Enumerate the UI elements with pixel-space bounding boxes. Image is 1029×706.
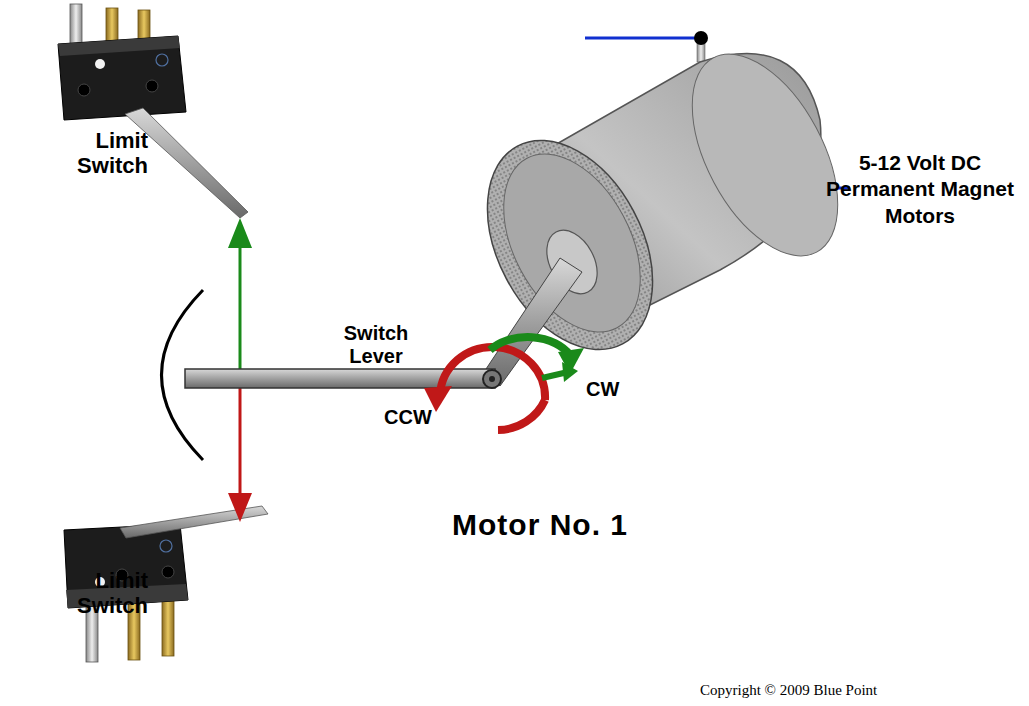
- direction-label: CW: [586, 378, 636, 401]
- limit-switch-top: [58, 4, 248, 218]
- cw-arrow: [490, 337, 584, 382]
- up-arrow: [228, 218, 252, 370]
- motor-label: 5-12 Volt DC Permanent Magnet Motors: [815, 150, 1025, 229]
- dc-motor: [454, 31, 868, 386]
- copyright-note: Copyright © 2009 Blue Point: [700, 682, 1020, 699]
- ccw-arrow: [424, 347, 545, 430]
- switch-label: Limit Switch: [66, 128, 148, 179]
- direction-label: CCW: [384, 406, 448, 429]
- limit-switch-bottom: [64, 506, 268, 662]
- switch-label: Limit Switch: [66, 568, 148, 619]
- switch-lever: [185, 369, 501, 388]
- lever-label: Switch Lever: [326, 322, 426, 368]
- down-arrow: [228, 388, 252, 522]
- motor-number: Motor No. 1: [452, 508, 732, 543]
